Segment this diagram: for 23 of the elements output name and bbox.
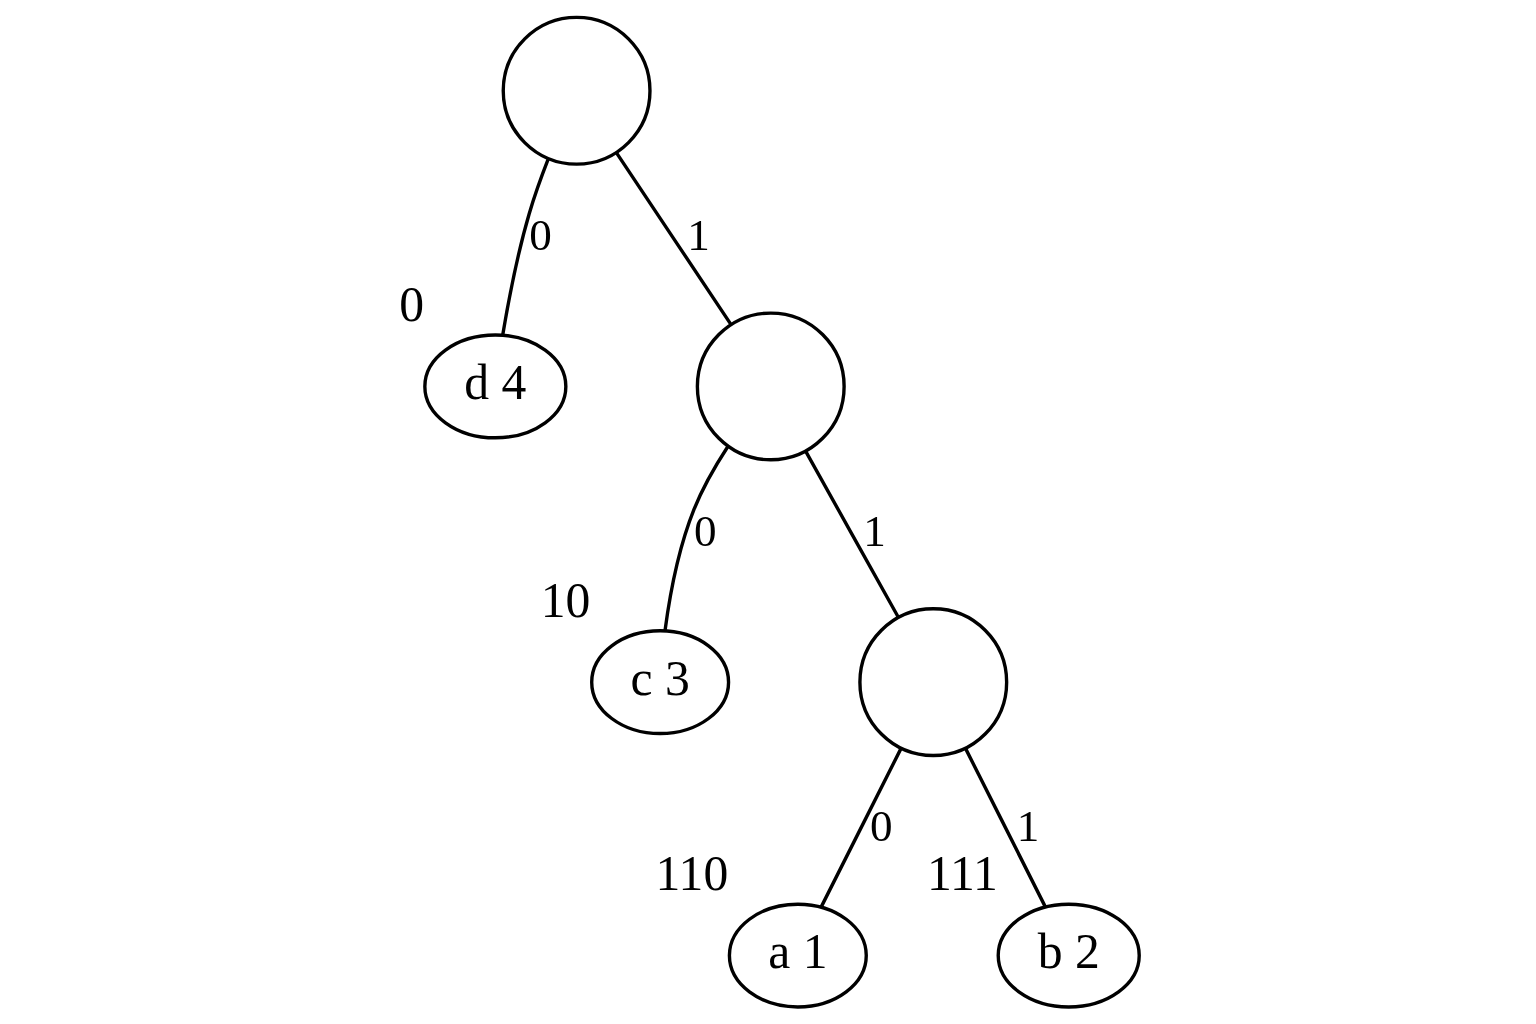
connector [662, 445, 729, 631]
connector [963, 747, 1047, 908]
node-label: 110 [655, 846, 728, 902]
edge-label: 1 [686, 209, 710, 260]
node-label: 111 [926, 846, 998, 902]
connector [803, 450, 900, 619]
edge-label: 1 [1016, 801, 1039, 852]
connector [614, 151, 732, 326]
node-circle [857, 607, 1008, 758]
node-ellipse: b 2 [996, 902, 1141, 1009]
connector [819, 747, 903, 908]
node-circle [501, 15, 652, 166]
edge-label: 0 [693, 505, 717, 556]
node-ellipse: d 4 [422, 333, 568, 440]
edge-label: 1 [862, 505, 886, 556]
edge-label: 0 [869, 801, 893, 852]
connector [500, 158, 550, 336]
edge-label: 0 [528, 209, 552, 260]
node-circle [695, 311, 846, 462]
node-ellipse: a 1 [727, 902, 868, 1009]
node-ellipse: c 3 [589, 629, 730, 736]
node-label: 0 [398, 276, 424, 332]
node-label: 10 [540, 572, 590, 628]
